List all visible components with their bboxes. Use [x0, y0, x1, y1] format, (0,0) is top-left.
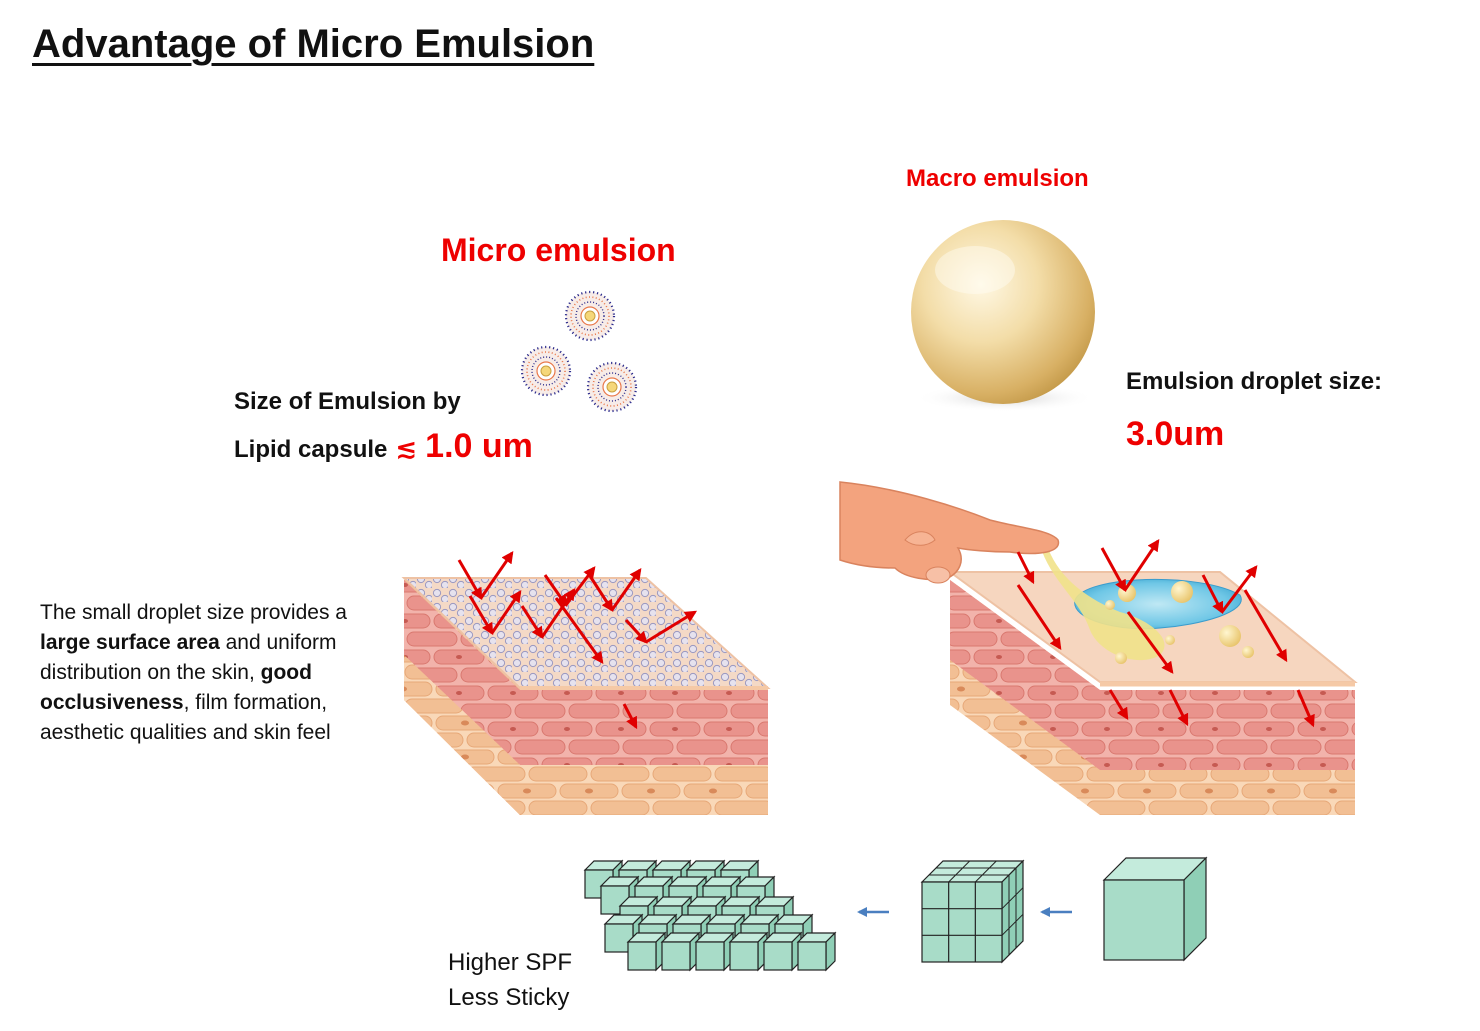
red-arrow [1296, 689, 1315, 728]
red-arrow [468, 595, 494, 636]
red-arrow [1168, 689, 1189, 727]
lipid-capsules-icon [520, 290, 638, 413]
finger-icon [839, 481, 1060, 584]
penetration-arrows [457, 539, 1315, 730]
red-arrow [540, 588, 576, 638]
less-or-equal-symbol: ≲ [395, 433, 418, 463]
skin-block-micro [401, 577, 771, 815]
cube [694, 931, 735, 972]
cube [796, 931, 837, 972]
red-arrow [520, 605, 544, 640]
red-arrow [554, 597, 604, 664]
subdivided-cube [920, 859, 1025, 964]
red-arrow [1201, 574, 1224, 615]
desc-part-1: The small droplet size provides a [40, 601, 347, 624]
size-caption-line2: Lipid capsule ≲ 1.0 um [234, 427, 533, 466]
red-arrow [610, 568, 642, 611]
droplet-size-label: Emulsion droplet size: [1126, 368, 1383, 395]
red-arrow [1016, 584, 1062, 650]
red-arrow [624, 618, 648, 644]
red-arrow [1108, 689, 1129, 721]
red-arrow [543, 574, 568, 607]
red-arrow [1126, 611, 1174, 674]
desc-bold-1: large surface area [40, 631, 220, 654]
lipid-capsule [564, 290, 616, 342]
red-arrow [1220, 565, 1258, 613]
micro-emulsion-label: Micro emulsion [441, 232, 676, 268]
macro-droplet-sphere [911, 220, 1095, 412]
cube [728, 931, 769, 972]
micro-size-value: 1.0 um [425, 427, 533, 465]
description-text: The small droplet size provides a large … [40, 598, 385, 748]
red-arrow [1016, 551, 1035, 585]
cube [626, 931, 667, 972]
benefits-list: Higher SPF Less Sticky [448, 945, 572, 1015]
skin-block-macro [946, 545, 1358, 815]
benefit-less-sticky: Less Sticky [448, 984, 570, 1011]
red-arrow [622, 703, 638, 730]
page-title: Advantage of Micro Emulsion [32, 22, 595, 66]
cube [762, 931, 803, 972]
size-caption-line1: Size of Emulsion by [234, 388, 461, 415]
red-arrow [645, 610, 698, 644]
macro-emulsion-label: Macro emulsion [906, 165, 1089, 192]
cube [599, 875, 640, 916]
lipid-capsule [520, 345, 572, 397]
desc-part-3: , film formation, aesthetic qualities an… [40, 691, 331, 744]
size-caption-prefix: Lipid capsule [234, 436, 388, 463]
desc-part-2: and uniform distribution on the skin, [40, 631, 337, 684]
red-arrow [588, 575, 614, 613]
red-arrow [1100, 547, 1127, 593]
red-arrow [479, 551, 514, 599]
lipid-capsule [586, 361, 638, 413]
benefit-higher-spf: Higher SPF [448, 949, 573, 976]
particle-cubes [583, 856, 1208, 972]
cube [1102, 856, 1208, 962]
red-arrow [457, 559, 483, 601]
cube [660, 931, 701, 972]
red-arrow [490, 590, 522, 634]
red-arrow [1243, 589, 1288, 663]
red-arrow [1123, 539, 1160, 591]
macro-size-value: 3.0um [1126, 415, 1225, 453]
desc-bold-2: good occlusiveness [40, 661, 312, 714]
